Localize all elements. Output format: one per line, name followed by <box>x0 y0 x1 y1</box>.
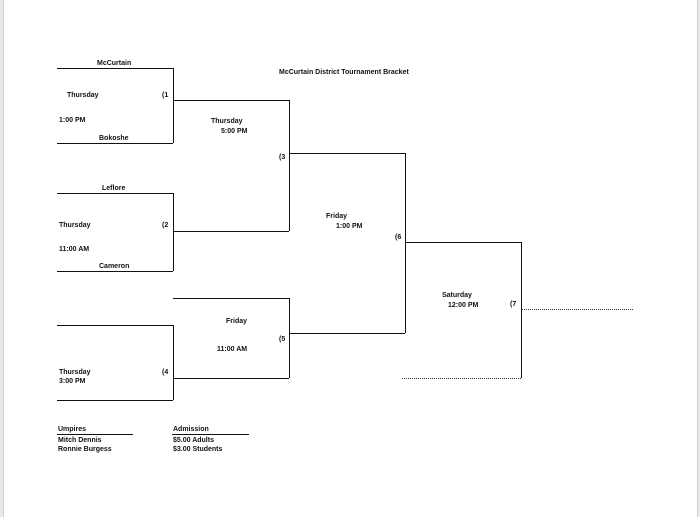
g5-day: Friday <box>226 318 248 325</box>
g3-day: Thursday <box>211 118 243 125</box>
g2-number: (2 <box>162 222 169 229</box>
umpires-underline <box>57 434 133 435</box>
page-title: McCurtain District Tournament Bracket <box>279 69 409 76</box>
line-g2-bottom <box>57 271 173 272</box>
line-g6-bottom <box>289 333 405 334</box>
g6-number: (6 <box>395 234 402 241</box>
g4-time: 3:00 PM <box>59 378 86 385</box>
bracket-page: McCurtain District Tournament Bracket Mc… <box>3 0 698 517</box>
line-g4-top <box>57 325 173 326</box>
umpire-name: Mitch Dennis <box>58 437 102 444</box>
line-g2-top <box>57 193 173 194</box>
line-g4-bottom <box>57 400 173 401</box>
line-champion <box>521 309 633 310</box>
g7-day: Saturday <box>442 292 472 299</box>
g1-team-bottom: Bokoshe <box>99 135 129 142</box>
line-g3-top <box>173 100 289 101</box>
line-g5-top <box>173 298 289 299</box>
g1-day: Thursday <box>67 92 99 99</box>
g5-number: (5 <box>279 336 286 343</box>
umpires-heading: Umpires <box>58 426 87 433</box>
admission-heading: Admission <box>173 426 209 433</box>
g3-number: (3 <box>279 154 286 161</box>
line-g7-vertical <box>521 242 522 378</box>
line-g7-top <box>405 242 521 243</box>
line-g4-vertical <box>173 325 174 400</box>
g2-day: Thursday <box>59 222 91 229</box>
admission-price: $3.00 Students <box>173 446 223 453</box>
line-g3-vertical <box>289 100 290 231</box>
line-g5-bottom <box>173 378 289 379</box>
g6-day: Friday <box>326 213 348 220</box>
line-g5-vertical <box>289 298 290 378</box>
g4-number: (4 <box>162 369 169 376</box>
g1-number: (1 <box>162 92 169 99</box>
g7-time: 12:00 PM <box>448 302 479 309</box>
g2-team-bottom: Cameron <box>99 263 130 270</box>
line-g3-bottom <box>173 231 289 232</box>
g4-day: Thursday <box>59 369 91 376</box>
g6-time: 1:00 PM <box>336 223 363 230</box>
line-g1-vertical <box>173 68 174 143</box>
g1-time: 1:00 PM <box>59 117 86 124</box>
line-g2-vertical <box>173 193 174 271</box>
admission-price: $5.00 Adults <box>173 437 214 444</box>
line-g6-top <box>289 153 405 154</box>
line-g6-vertical <box>405 153 406 333</box>
g1-team-top: McCurtain <box>97 60 132 67</box>
line-g7-bottom <box>402 378 521 379</box>
admission-underline <box>172 434 249 435</box>
g5-time: 11:00 AM <box>217 346 248 353</box>
g2-time: 11:00 AM <box>59 246 90 253</box>
g7-number: (7 <box>510 301 517 308</box>
line-g1-top <box>57 68 173 69</box>
g2-team-top: Leflore <box>102 185 126 192</box>
line-g1-bottom <box>57 143 173 144</box>
g3-time: 5:00 PM <box>221 128 248 135</box>
umpire-name: Ronnie Burgess <box>58 446 112 453</box>
